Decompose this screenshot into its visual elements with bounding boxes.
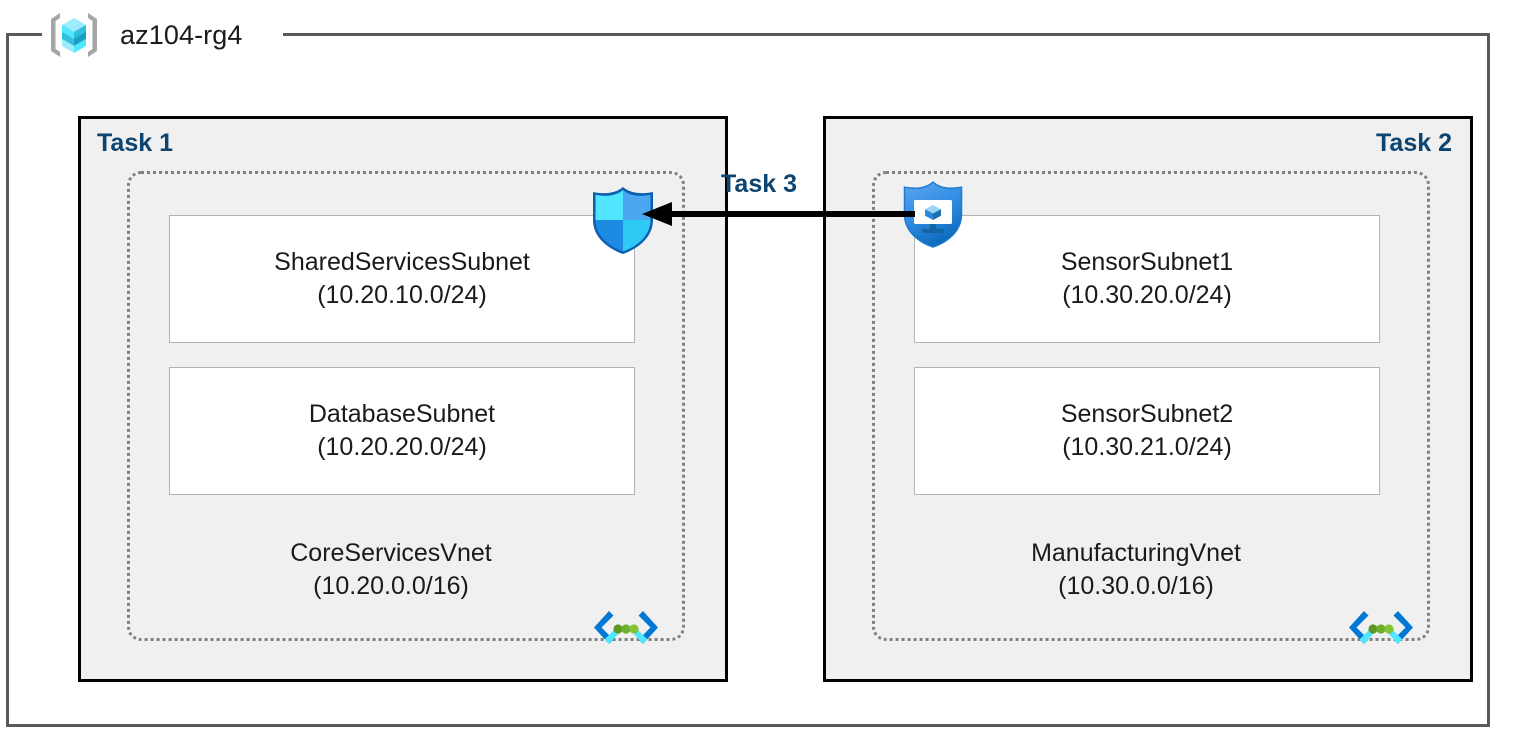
subnet-cidr: (10.30.20.0/24) [1062,281,1232,309]
subnet-cidr: (10.20.10.0/24) [317,281,487,309]
subnet-sensor-1: SensorSubnet1 (10.30.20.0/24) [914,215,1380,343]
vnet-cidr: (10.30.0.0/16) [1058,572,1214,600]
vnet-cidr: (10.20.0.0/16) [313,572,469,600]
task3-label: Task 3 [721,170,797,198]
subnet-name: SensorSubnet2 [1060,400,1234,428]
resource-group-boundary-top-left [6,33,42,36]
virtual-network-icon [592,608,660,648]
azure-resource-group-icon [46,7,102,63]
task1-label: Task 1 [97,129,173,157]
subnet-cidr: (10.20.20.0/24) [317,433,487,461]
peering-arrow-icon [640,196,915,232]
resource-group-header: az104-rg4 [46,4,242,66]
subnet-sensor-2: SensorSubnet2 (10.30.21.0/24) [914,367,1380,495]
network-security-group-monitor-shield-icon [897,178,969,250]
network-security-group-shield-icon [585,182,661,258]
subnet-name: SharedServicesSubnet [274,248,530,276]
manufacturing-vnet-boundary [872,171,1430,641]
vnet-name: CoreServicesVnet [290,539,492,567]
core-services-vnet-boundary [127,171,685,641]
subnet-shared-services: SharedServicesSubnet (10.20.10.0/24) [169,215,635,343]
virtual-network-icon [1347,608,1415,648]
manufacturing-vnet-caption: ManufacturingVnet (10.30.0.0/16) [886,537,1386,603]
subnet-cidr: (10.30.21.0/24) [1062,433,1232,461]
vnet-name: ManufacturingVnet [1031,539,1241,567]
subnet-database: DatabaseSubnet (10.20.20.0/24) [169,367,635,495]
core-services-vnet-caption: CoreServicesVnet (10.20.0.0/16) [141,537,641,603]
subnet-name: SensorSubnet1 [1060,248,1234,276]
subnet-name: DatabaseSubnet [308,400,496,428]
task2-label: Task 2 [1376,129,1452,157]
resource-group-name: az104-rg4 [120,19,243,50]
resource-group-boundary-top-right [283,33,1490,36]
